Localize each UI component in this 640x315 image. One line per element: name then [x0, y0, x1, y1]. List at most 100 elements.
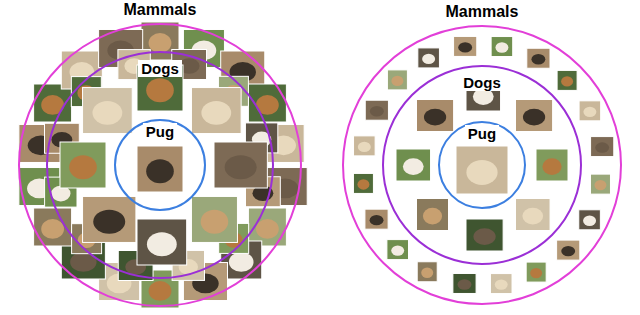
animal-photo [396, 149, 431, 181]
label-holder: Mammals [342, 3, 622, 21]
photo-ground [191, 88, 241, 134]
animal-photo [557, 70, 577, 90]
photo-ground [466, 219, 503, 251]
label-holder: Dogs [382, 74, 582, 92]
photo-ground [490, 274, 512, 294]
photo-animal [69, 155, 97, 179]
photo-ground [137, 65, 183, 111]
animal-photo [591, 137, 614, 157]
circle-border [115, 120, 205, 210]
photo-ground [354, 136, 376, 156]
photo-animal [583, 216, 596, 226]
animal-photo [579, 210, 601, 230]
photo-animal [391, 76, 403, 86]
photo-animal [531, 54, 545, 64]
photo-ground [396, 149, 431, 181]
animal-photo [191, 196, 237, 242]
middle-circle: Pug Dogs [46, 51, 274, 279]
photo-animal [542, 158, 561, 175]
photo-animal [458, 279, 472, 289]
animal-photo [387, 70, 407, 90]
animal-photo [417, 100, 454, 132]
circle-outline [46, 51, 274, 279]
photo-animal [594, 180, 606, 190]
photo-animal [358, 142, 371, 152]
outer-circle: PugDogsMammals [18, 23, 302, 307]
photo-animal [458, 42, 472, 52]
photo-animal [149, 33, 172, 53]
photo-animal [146, 159, 174, 183]
animal-photo [491, 37, 513, 57]
photo-ground [466, 79, 501, 111]
photo-ground [456, 146, 508, 194]
photo-ground [515, 100, 552, 132]
photo-animal [201, 210, 229, 234]
photo-ground [536, 149, 568, 181]
photo-animal [583, 107, 596, 117]
animal-photo [536, 149, 568, 181]
animal-photo [579, 101, 601, 121]
photo-ground [365, 100, 388, 120]
photo-animal [522, 208, 543, 225]
animal-photo [83, 196, 136, 242]
photo-ground [387, 240, 409, 260]
animal-photo [557, 240, 580, 260]
animal-photo [365, 209, 388, 229]
photo-animal [424, 109, 446, 126]
photo-animal [92, 101, 122, 125]
animal-photo [353, 173, 373, 193]
photo-ground [387, 70, 407, 90]
animal-photo [490, 274, 512, 294]
photo-animal [466, 160, 497, 185]
circle-outline [18, 23, 302, 307]
animal-photo [137, 65, 183, 111]
photo-animal [41, 219, 64, 239]
photo-animal [473, 88, 494, 105]
photo-animal [370, 215, 384, 225]
animal-photo [417, 262, 437, 282]
photo-animal [530, 268, 542, 278]
photo-animal [225, 155, 257, 179]
photo-ground [60, 142, 106, 188]
animal-photo [456, 146, 508, 194]
circle-border [383, 66, 581, 264]
label-holder: Dogs [46, 60, 274, 78]
photo-ground [418, 48, 440, 68]
inner-circle: Pug [114, 119, 206, 211]
photo-animal [149, 281, 172, 301]
circle-border [47, 52, 273, 278]
photo-animal [391, 245, 404, 255]
circle-border [19, 24, 301, 306]
photo-animal [595, 142, 609, 152]
photo-animal [229, 252, 254, 272]
animal-photo [191, 88, 241, 134]
photo-animal [403, 158, 424, 175]
photo-ground [191, 196, 237, 242]
animal-photo [515, 198, 550, 230]
animal-photo [418, 48, 440, 68]
photo-ground [590, 174, 610, 194]
photo-ground [365, 209, 388, 229]
animal-photo [515, 100, 552, 132]
photo-animal [93, 210, 125, 234]
photo-ground [515, 198, 550, 230]
animal-photo [354, 136, 376, 156]
circle-border [439, 122, 525, 208]
photo-ground [417, 100, 454, 132]
circle-label: Pug [465, 125, 499, 142]
photo-animal [495, 42, 508, 52]
photo-animal [495, 279, 508, 289]
label-holder: Pug [438, 125, 526, 143]
photo-ground [591, 137, 614, 157]
animal-photo [365, 100, 388, 120]
label-holder: Mammals [18, 1, 302, 19]
circle-outline [114, 119, 206, 211]
photo-ground [453, 273, 476, 293]
photo-ground [527, 48, 550, 68]
animal-photo [466, 79, 501, 111]
circle-label: Pug [143, 123, 177, 140]
animal-photo [453, 273, 476, 293]
circle-border [343, 26, 621, 304]
